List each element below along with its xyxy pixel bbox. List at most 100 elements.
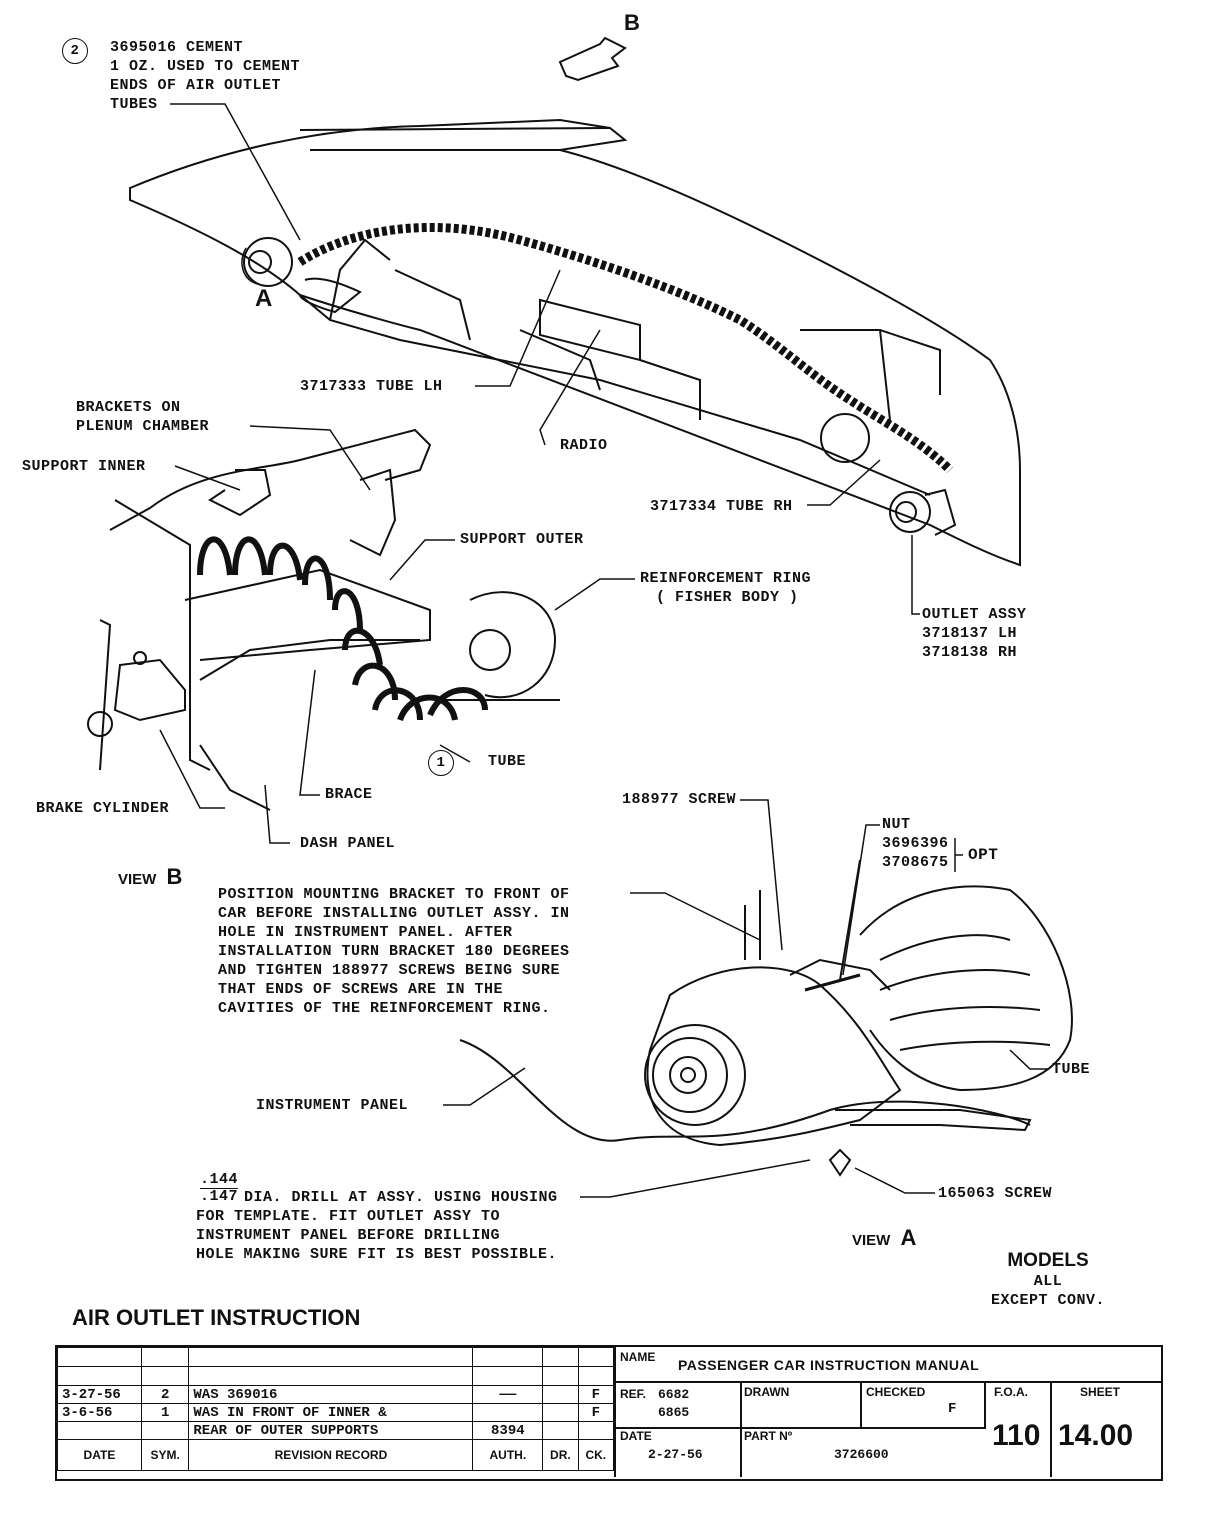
instrument-panel-outline xyxy=(129,118,1021,567)
drill-note-line: HOLE MAKING SURE FIT IS BEST POSSIBLE. xyxy=(196,1246,558,1263)
view-b-marker: B xyxy=(624,10,640,35)
rev-dr xyxy=(542,1403,579,1422)
brackets-line: PLENUM CHAMBER xyxy=(76,418,210,435)
cement-note-line: TUBES xyxy=(110,96,158,113)
dash-panel-label: DASH PANEL xyxy=(300,835,396,852)
left-outlet xyxy=(243,237,293,287)
view-b-tube xyxy=(197,536,488,722)
reinforcement-label: REINFORCEMENT RING ( FISHER BODY ) xyxy=(640,569,811,607)
dash-hose xyxy=(297,223,954,474)
nut-line: 3708675 xyxy=(882,854,949,871)
outlet-assy-line: OUTLET ASSY xyxy=(922,606,1027,623)
view-b-title-letter: B xyxy=(166,864,183,889)
brake-cylinder-label: BRAKE CYLINDER xyxy=(36,800,170,817)
instrument-panel-curve xyxy=(459,1039,1031,1142)
ref-cell: REF. 6682 6865 xyxy=(616,1381,742,1429)
rev-sym xyxy=(140,1421,190,1440)
rev-date: 3-27-56 xyxy=(57,1385,142,1404)
cement-note-line: 1 OZ. USED TO CEMENT xyxy=(110,58,301,75)
hdr-date: DATE xyxy=(57,1439,142,1471)
rev-ck: F xyxy=(577,1385,615,1404)
rev-record: REAR OF OUTER SUPPORTS xyxy=(188,1421,474,1440)
hdr-ck: CK. xyxy=(577,1439,615,1471)
rev-ck: F xyxy=(577,1403,615,1422)
nut-label: NUT 3696396 3708675 xyxy=(882,815,949,872)
brackets-line: BRACKETS ON xyxy=(76,399,181,416)
position-note-line: AND TIGHTEN 188977 SCREWS BEING SURE xyxy=(218,962,561,979)
instrument-panel-label: INSTRUMENT PANEL xyxy=(256,1097,409,1114)
support-inner-label: SUPPORT INNER xyxy=(22,458,146,475)
view-b-title: VIEW B xyxy=(118,864,182,890)
checked-cell: CHECKED F xyxy=(860,1381,986,1429)
drawn-cell: DRAWN xyxy=(740,1381,862,1429)
part-cell: PART Nº 3726600 xyxy=(740,1427,984,1477)
tube-rh-label: 3717334 TUBE RH xyxy=(650,498,793,515)
models-line: EXCEPT CONV. xyxy=(990,1292,1106,1309)
position-note-line: POSITION MOUNTING BRACKET TO FRONT OF xyxy=(218,886,570,903)
rev-date xyxy=(57,1421,142,1440)
checked-value: F xyxy=(948,1401,957,1417)
view-a-title: VIEW A xyxy=(852,1225,916,1251)
screw-188977-label: 188977 SCREW xyxy=(622,791,737,808)
models-heading: MODELS xyxy=(1007,1250,1089,1271)
position-note-line: THAT ENDS OF SCREWS ARE IN THE xyxy=(218,981,504,998)
outlet-housing xyxy=(646,966,902,1147)
outlet-assy-line: 3718137 LH xyxy=(922,625,1018,642)
ref-value: 6682 xyxy=(658,1387,690,1402)
rev-ck xyxy=(577,1421,615,1440)
foa-value: 110 xyxy=(992,1419,1041,1452)
foa-label: F.O.A. xyxy=(994,1385,1029,1399)
rev-auth: 8394 xyxy=(472,1421,544,1440)
outlet-assy-line: 3718138 RH xyxy=(922,644,1018,661)
drill-fraction: .144 .147 xyxy=(200,1172,239,1205)
nut-line: NUT xyxy=(882,816,911,833)
drill-fraction-bottom: .147 xyxy=(200,1188,239,1205)
brace-label: BRACE xyxy=(325,786,373,803)
drill-note-first: DIA. DRILL AT ASSY. USING HOUSING xyxy=(244,1189,558,1206)
view-a-title-word: VIEW xyxy=(852,1232,891,1249)
name-label: NAME xyxy=(620,1350,656,1364)
rev-record: WAS IN FRONT OF INNER & xyxy=(188,1403,474,1422)
ref-value: 6865 xyxy=(658,1405,690,1420)
drill-note-line: INSTRUMENT PANEL BEFORE DRILLING xyxy=(196,1227,501,1244)
revision-row xyxy=(57,1366,615,1386)
view-b-title-word: VIEW xyxy=(118,871,157,888)
name-row: NAME PASSENGER CAR INSTRUCTION MANUAL xyxy=(616,1347,1161,1383)
rev-cell xyxy=(542,1347,579,1367)
rev-dr xyxy=(542,1421,579,1440)
outlet-face xyxy=(644,1024,746,1126)
revision-row: REAR OF OUTER SUPPORTS 8394 xyxy=(57,1421,615,1440)
rev-record: WAS 369016 xyxy=(188,1385,474,1404)
date-value: 2-27-56 xyxy=(648,1447,703,1462)
rev-cell xyxy=(140,1347,190,1367)
date-label: DATE xyxy=(620,1429,652,1443)
cement-note-number-badge: 2 xyxy=(62,38,88,64)
hdr-dr: DR. xyxy=(542,1439,579,1471)
sheet-label: SHEET xyxy=(1080,1385,1121,1399)
tube-lh-label: 3717333 TUBE LH xyxy=(300,378,443,395)
rev-date: 3-6-56 xyxy=(57,1403,142,1422)
tube-number-badge: 1 xyxy=(428,750,454,776)
view-b-tube-label: TUBE xyxy=(488,753,527,770)
position-note: POSITION MOUNTING BRACKET TO FRONT OF CA… xyxy=(218,885,570,1018)
position-note-line: CAR BEFORE INSTALLING OUTLET ASSY. IN xyxy=(218,905,570,922)
rev-sym: 1 xyxy=(140,1403,190,1422)
hdr-auth: AUTH. xyxy=(472,1439,544,1471)
position-note-line: HOLE IN INSTRUMENT PANEL. AFTER xyxy=(218,924,513,941)
drill-note-line: FOR TEMPLATE. FIT OUTLET ASSY TO xyxy=(196,1208,501,1225)
rev-auth xyxy=(472,1403,544,1422)
reinforcement-line: REINFORCEMENT RING xyxy=(640,570,812,587)
brackets-label: BRACKETS ON PLENUM CHAMBER xyxy=(76,398,209,436)
revision-header-row: DATE SYM. REVISION RECORD AUTH. DR. CK. xyxy=(57,1439,615,1471)
cement-note-line: ENDS OF AIR OUTLET xyxy=(110,77,282,94)
hdr-sym: SYM. xyxy=(140,1439,190,1471)
right-outlet xyxy=(820,413,870,463)
screw-165063-label: 165063 SCREW xyxy=(938,1185,1053,1202)
tube-number: 1 xyxy=(428,750,454,776)
dash-panel-edge xyxy=(99,619,112,771)
hdr-record: REVISION RECORD xyxy=(188,1439,474,1471)
drawn-label: DRAWN xyxy=(744,1385,790,1399)
sheet-cell: SHEET 14.00 xyxy=(1050,1381,1160,1477)
cement-note: 3695016 CEMENT 1 OZ. USED TO CEMENT ENDS… xyxy=(110,38,300,114)
brake-cylinder-shape xyxy=(113,658,186,722)
